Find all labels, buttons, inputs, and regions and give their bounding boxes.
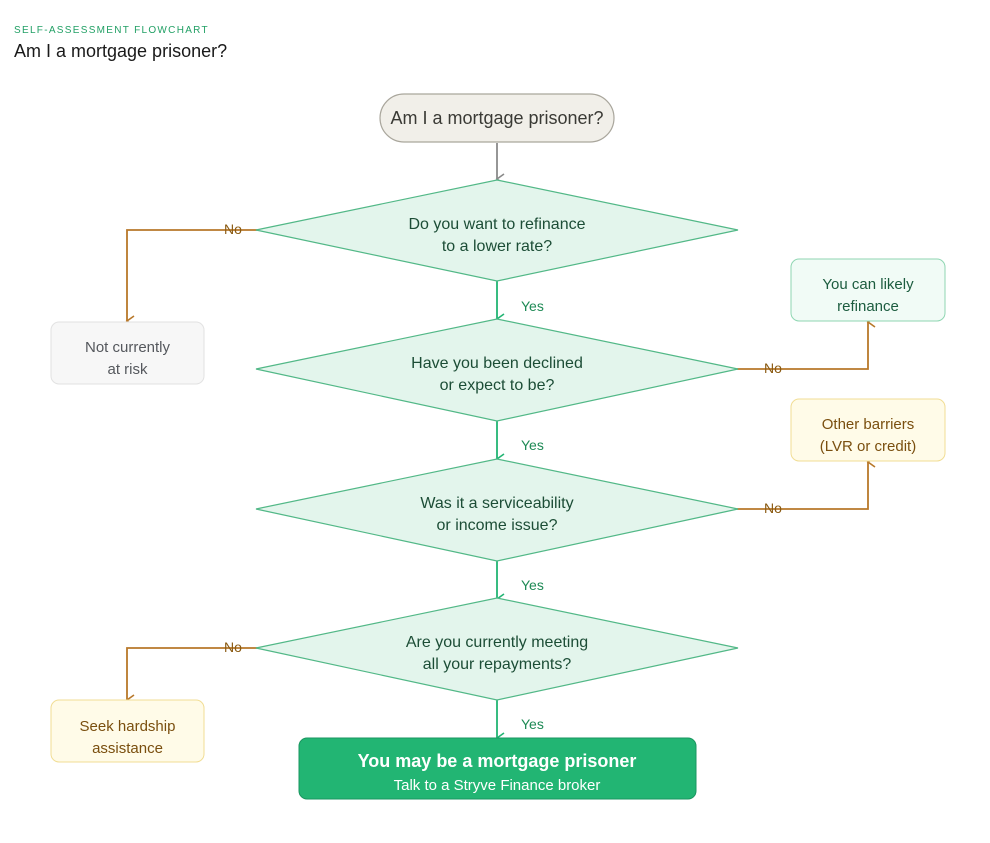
edge-q4-no [125,647,258,706]
outcome-other-barriers-line2: (LVR or credit) [820,438,916,455]
label-yes-q2: Yes [521,437,544,453]
result-node: You may be a mortgage prisoner Talk to a… [298,737,697,800]
connectors [125,143,876,744]
result-subtitle: Talk to a Stryve Finance broker [394,777,601,794]
eyebrow-label: SELF-ASSESSMENT FLOWCHART [14,25,209,36]
start-node-label: Am I a mortgage prisoner? [390,108,603,128]
outcome-hardship-line1: Seek hardship [80,718,176,735]
label-no-q2: No [764,360,782,376]
outcome-not-at-risk-line1: Not currently [85,339,171,356]
decision-refinance-line2: to a lower rate? [442,238,552,255]
outcome-other-barriers-line1: Other barriers [822,416,915,433]
decision-serviceability-line2: or income issue? [437,517,558,534]
result-title: You may be a mortgage prisoner [358,751,637,771]
page-title: Am I a mortgage prisoner? [14,41,228,61]
decision-declined-line2: or expect to be? [440,377,555,394]
label-yes-q1: Yes [521,298,544,314]
outcome-hardship: Seek hardship assistance [50,699,205,763]
label-no-q1: No [224,221,242,237]
decision-refinance: Do you want to refinance to a lower rate… [255,179,739,282]
start-node: Am I a mortgage prisoner? [379,93,615,143]
decision-serviceability-line1: Was it a serviceability [420,495,573,512]
outcome-not-at-risk-line2: at risk [107,361,148,378]
edge-q2-no [737,316,876,370]
label-no-q3: No [764,500,782,516]
edge-q1-no [125,229,258,327]
outcome-can-refinance-line1: You can likely [822,276,914,293]
decision-serviceability: Was it a serviceability or income issue? [255,458,739,562]
outcome-can-refinance-line2: refinance [837,298,899,315]
outcome-can-refinance: You can likely refinance [790,258,946,322]
decision-repayments-line2: all your repayments? [423,656,572,673]
edge-labels: Yes Yes Yes Yes No No No No [224,221,782,732]
decision-declined-line1: Have you been declined [411,355,583,372]
label-no-q4: No [224,639,242,655]
decision-declined: Have you been declined or expect to be? [255,318,739,422]
outcome-other-barriers: Other barriers (LVR or credit) [790,398,946,462]
label-yes-q4: Yes [521,716,544,732]
label-yes-q3: Yes [521,577,544,593]
decision-repayments-line1: Are you currently meeting [406,634,588,651]
decision-refinance-line1: Do you want to refinance [409,216,586,233]
outcome-not-at-risk: Not currently at risk [50,321,205,385]
edge-q3-no [737,456,876,510]
decision-repayments: Are you currently meeting all your repay… [255,597,739,701]
outcome-hardship-line2: assistance [92,740,163,757]
